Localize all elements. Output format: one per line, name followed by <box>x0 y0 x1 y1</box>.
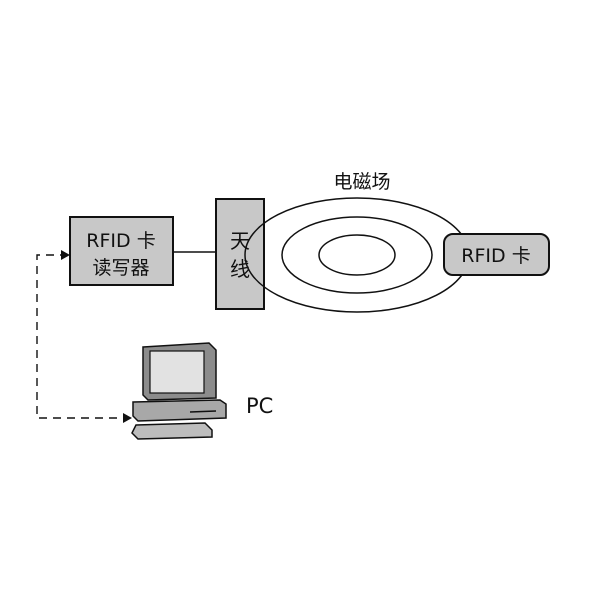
field-ellipse-inner <box>318 234 396 276</box>
rfid-card-label: RFID 卡 <box>461 245 530 267</box>
rfid-card-box <box>443 233 550 276</box>
electromagnetic-field <box>244 197 470 313</box>
reader-pc-connection <box>36 250 132 423</box>
field-ellipse-middle <box>281 216 433 294</box>
pc-label: PC <box>246 394 273 418</box>
antenna-box <box>215 198 265 310</box>
rfid-card: RFID 卡 <box>443 233 550 276</box>
dashed-link <box>36 254 126 419</box>
field-label: 电磁场 <box>333 171 390 193</box>
rfid-reader: RFID 卡 读写器 <box>69 216 174 286</box>
field-ellipse-outer <box>244 197 470 313</box>
antenna-label-char2: 线 <box>230 257 250 281</box>
system-unit <box>132 399 227 422</box>
keyboard <box>131 422 213 440</box>
rfid-reader-label-line1: RFID 卡 <box>86 230 155 252</box>
rfid-reader-label-line2: 读写器 <box>92 257 149 279</box>
arrowhead-reader <box>61 250 70 260</box>
antenna: 天 线 <box>215 198 265 310</box>
antenna-label-char1: 天 <box>230 229 250 253</box>
drive-slot <box>189 410 217 413</box>
pc-computer-icon <box>131 342 227 440</box>
arrowhead-pc <box>123 413 132 423</box>
monitor-screen <box>149 350 205 394</box>
rfid-reader-box <box>69 216 174 286</box>
